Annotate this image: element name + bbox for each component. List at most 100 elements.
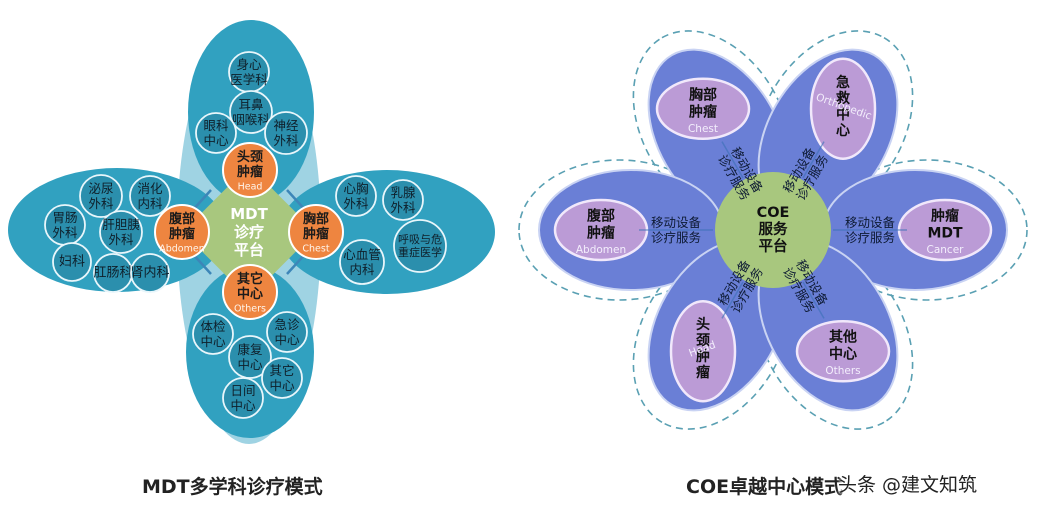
coe-inner-emergency xyxy=(809,57,877,161)
mdt-clinic-thorsurg-label-line: 外科 xyxy=(343,196,369,211)
mdt-hub-chest-label-line: 胸部 xyxy=(303,211,329,227)
mdt-hub-chest-label-line: 肿瘤 xyxy=(303,226,329,242)
mdt-hub-abdomen xyxy=(154,204,210,260)
coe-inner-emergency-label-line: 心 xyxy=(836,123,850,139)
mdt-hub-abdomen-en: Abdomen xyxy=(159,244,205,255)
coe-caption: COE卓越中心模式 xyxy=(686,476,844,498)
coe-inner-others-en: Others xyxy=(825,365,860,377)
mdt-clinic-emerg-label-line: 中心 xyxy=(274,332,300,347)
mdt-center-label-line: MDT xyxy=(230,205,268,223)
watermark: 头条 @建文知筑 xyxy=(838,474,978,496)
mdt-clinic-gi-med xyxy=(129,175,171,217)
mdt-clinic-cardio-label-line: 心血管 xyxy=(343,247,381,262)
mdt-clinic-nephro xyxy=(130,253,170,293)
mdt-clinic-gi-surg-label-line: 外科 xyxy=(52,225,78,240)
mdt-clinic-checkup xyxy=(192,313,234,355)
coe-arrow-head xyxy=(721,281,744,319)
mdt-clinic-rehab xyxy=(228,335,272,379)
coe-inner-chest xyxy=(655,77,751,141)
mdt-clinic-gi-surg-label-line: 胃肠 xyxy=(52,210,77,225)
mdt-clinic-nephro-label: 肾内科 xyxy=(130,265,169,281)
mdt-clinic-nephro-label-line: 肾内科 xyxy=(130,265,169,281)
mdt-hub-abdomen-label-line: 肿瘤 xyxy=(169,226,195,242)
mdt-clinic-breast xyxy=(382,179,424,221)
coe-inner-abdomen-label-line: 腹部 xyxy=(587,208,615,225)
mdt-center-label-line: 平台 xyxy=(234,241,264,259)
mdt-clinic-eye-label-line: 眼科 xyxy=(203,118,229,133)
coe-inner-head xyxy=(669,299,737,403)
coe-inner-emergency-label-line: 中 xyxy=(836,106,850,123)
coe-diagram: COE服务平台胸部肿瘤Chest移动设备诊疗服务急救中心Orthopedic移动… xyxy=(518,30,1028,430)
coe-inner-emergency-label-line: 救 xyxy=(836,90,851,107)
coe-inner-chest-label-line: 胸部 xyxy=(689,86,717,103)
mdt-hub-chest xyxy=(288,204,344,260)
mdt-clinic-thorsurg-label-line: 心胸 xyxy=(343,181,368,196)
mdt-clinic-gyn-label-line: 妇科 xyxy=(59,254,85,270)
coe-service-abdomen-line: 诊疗服务 xyxy=(651,230,701,245)
mdt-clinic-checkup-label-line: 中心 xyxy=(200,334,226,349)
coe-inner-emergency-label-line: 急 xyxy=(836,74,850,91)
coe-arrow-chest xyxy=(721,141,744,179)
coe-inner-chest-en: Chest xyxy=(688,123,718,135)
mdt-clinic-emerg xyxy=(266,311,308,353)
mdt-clinic-eye xyxy=(195,112,237,154)
coe-center-label-line: 平台 xyxy=(759,237,788,255)
mdt-clinic-gyn-label: 妇科 xyxy=(59,254,85,270)
coe-center-label-line: 服务 xyxy=(759,220,788,238)
coe-inner-cancer-en: Cancer xyxy=(927,244,965,256)
mdt-clinic-ent-label-line: 咽喉科 xyxy=(232,112,270,127)
mdt-hub-head xyxy=(222,142,278,198)
coe-service-abdomen-line: 移动设备 xyxy=(651,215,702,230)
mdt-clinic-icu xyxy=(393,219,447,273)
mdt-clinic-daycare-label-line: 中心 xyxy=(230,398,256,413)
coe-inner-cancer-label-line: 肿瘤 xyxy=(931,208,959,225)
mdt-clinic-neuro-label-line: 外科 xyxy=(273,133,299,148)
mdt-clinic-hpb-label-line: 肝胆胰 xyxy=(102,217,140,232)
coe-inner-others-label-line: 中心 xyxy=(829,346,857,363)
mdt-hub-head-en: Head xyxy=(238,182,263,193)
mdt-lobe-right xyxy=(279,170,495,294)
mdt-center-platform xyxy=(190,173,308,291)
mdt-clinic-hpb xyxy=(99,210,143,254)
mdt-clinic-breast-label-line: 乳腺 xyxy=(390,185,416,200)
coe-inner-others-label-line: 其他 xyxy=(829,329,857,346)
mdt-clinic-eye-label-line: 中心 xyxy=(203,133,229,148)
mdt-caption: MDT多学科诊疗模式 xyxy=(142,476,323,498)
coe-arrow-emergency xyxy=(802,141,825,179)
coe-inner-head-label-line: 颈 xyxy=(695,333,710,349)
mdt-clinic-neuro xyxy=(264,111,308,155)
mdt-clinic-psych-label-line: 身心 xyxy=(236,57,262,72)
coe-service-cancer-line: 移动设备 xyxy=(845,215,896,230)
mdt-diagram: MDT诊疗平台身心医学科耳鼻咽喉科眼科中心神经外科泌尿外科消化内科胃肠外科肝胆胰… xyxy=(8,20,495,444)
coe-center-label-line: COE xyxy=(757,205,790,221)
mdt-clinic-other-center-label-line: 中心 xyxy=(269,378,295,393)
mdt-clinic-psych-label-line: 医学科 xyxy=(230,72,268,87)
mdt-clinic-uro-label-line: 外科 xyxy=(88,196,114,211)
mdt-hub-head-label-line: 肿瘤 xyxy=(237,164,263,180)
mdt-clinic-checkup-label-line: 体检 xyxy=(200,319,226,334)
coe-service-cancer-line: 诊疗服务 xyxy=(845,230,895,245)
mdt-clinic-ent-label-line: 耳鼻 xyxy=(238,97,263,112)
mdt-clinic-other-center-label-line: 其它 xyxy=(269,363,294,378)
mdt-hub-others-label-line: 其它 xyxy=(237,271,263,287)
coe-center-platform xyxy=(715,172,831,288)
mdt-hub-head-label-line: 头颈 xyxy=(237,149,263,165)
